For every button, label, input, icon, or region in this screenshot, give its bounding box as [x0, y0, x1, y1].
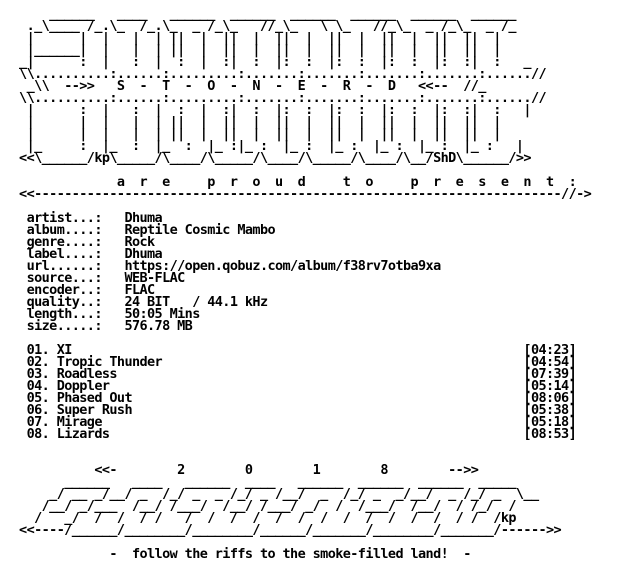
divider-line: <<--------------------------------------… [4, 186, 592, 202]
year-line: <<- 2 0 1 8 -->> [4, 462, 479, 478]
info-source: source...: WEB-FLAC [4, 270, 186, 286]
info-label: label....: Dhuma [4, 246, 163, 262]
track-row: 02. Tropic Thunder [04:54] [4, 354, 577, 370]
logo-line: | | | | | || | || | || | || | || | || ||… [4, 126, 502, 142]
present-line: a r e p r o u d t o p r e s e n t : [4, 174, 577, 190]
logo-line: |_ : |_ : |_ : |_ :|_ : |_ : |_ : |_ : |… [4, 138, 524, 154]
info-quality: quality..: 24 BIT / 44.1 kHz [4, 294, 269, 310]
group-name-line: _\\ -->> S - T - O - N - E - R - D <<-- … [4, 78, 487, 94]
footer-art-line: / _/ / / / / / / / / / / / / / / / / / /… [4, 510, 516, 526]
info-length: length...: 50:05 Mins [4, 306, 201, 322]
info-url: url......: https://open.qobuz.com/album/… [4, 258, 442, 274]
track-row: 07. Mirage [05:18] [4, 414, 577, 430]
footer-art-line: /__/ _/___ /__/ /___/ /__/ /___/ _/ / /_… [4, 498, 517, 514]
logo-line: | | | | | || | || | || | || | || | || ||… [4, 114, 502, 130]
logo-line: | : | : | : | :| : |: : |: : |: : |: :| … [4, 102, 532, 118]
track-row: 06. Super Rush [05:38] [4, 402, 577, 418]
info-encoder: encoder..: FLAC [4, 282, 156, 298]
track-row: 05. Phased Out [08:06] [4, 390, 577, 406]
footer-art-line: ______ ____ ______ ____ ______ ______ __… [4, 474, 516, 490]
info-album: album....: Reptile Cosmic Mambo [4, 222, 276, 238]
footer-art-line: <<----/______/________/________/______/_… [4, 522, 562, 538]
track-row: 03. Roadless [07:39] [4, 366, 577, 382]
info-size: size.....: 576.78 MB [4, 318, 193, 334]
logo-line: ._\____ /_.\_ /_.\_ _ /_\_ //_\_ \ \_ //… [4, 18, 517, 34]
logo-line: \\..........:......:.........:.......:..… [4, 66, 547, 82]
info-artist: artist...: Dhuma [4, 210, 163, 226]
logo-line: ______ ____ ______ ______ ______ ______ … [4, 6, 516, 22]
logo-line: _| : | : | : | :| : |: : |: : |: : |: :|… [4, 54, 532, 70]
logo-line: \\..........:......:.........:.......:..… [4, 90, 547, 106]
logo-line: <<\______/kp\_____/\____/\_____/\____/\_… [4, 150, 532, 166]
logo-line: |______| | | | || | || | || | || | || | … [4, 42, 502, 58]
info-genre: genre....: Rock [4, 234, 156, 250]
footer-art-line: _/ __ _/__/ _ /_/ _ _ /_/ _ /__/ _ /_/ _… [4, 486, 539, 502]
track-row: 04. Doppler [05:14] [4, 378, 577, 394]
tagline: - follow the riffs to the smoke-filled l… [4, 546, 471, 562]
track-row: 08. Lizards [08:53] [4, 426, 577, 442]
logo-line: | | | | | || | || | || | || | || | || ||… [4, 30, 502, 46]
track-row: 01. XI [04:23] [4, 342, 577, 358]
nfo-text-block: ______ ____ ______ ______ ______ ______ … [4, 6, 592, 562]
